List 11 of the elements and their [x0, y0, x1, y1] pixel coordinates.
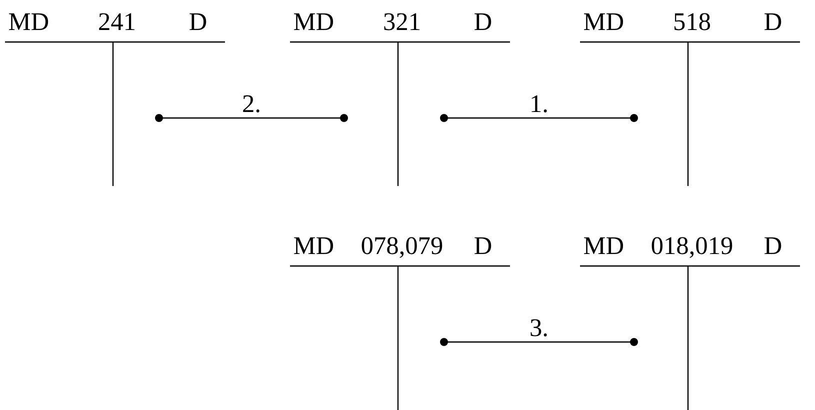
t-account: MD 518 D — [580, 13, 800, 186]
t-account: MD 078,079 D — [290, 237, 510, 410]
connector-line — [155, 114, 348, 122]
t-account: MD 241 D — [5, 13, 225, 186]
t-account: MD 018,019 D — [580, 237, 800, 410]
t-account: MD 321 D — [290, 13, 510, 186]
edge-label: 2. — [243, 95, 260, 112]
edge-label: 1. — [532, 95, 547, 112]
connector-line — [440, 114, 638, 122]
connector-line — [440, 338, 638, 346]
edge-label: 3. — [530, 319, 547, 336]
